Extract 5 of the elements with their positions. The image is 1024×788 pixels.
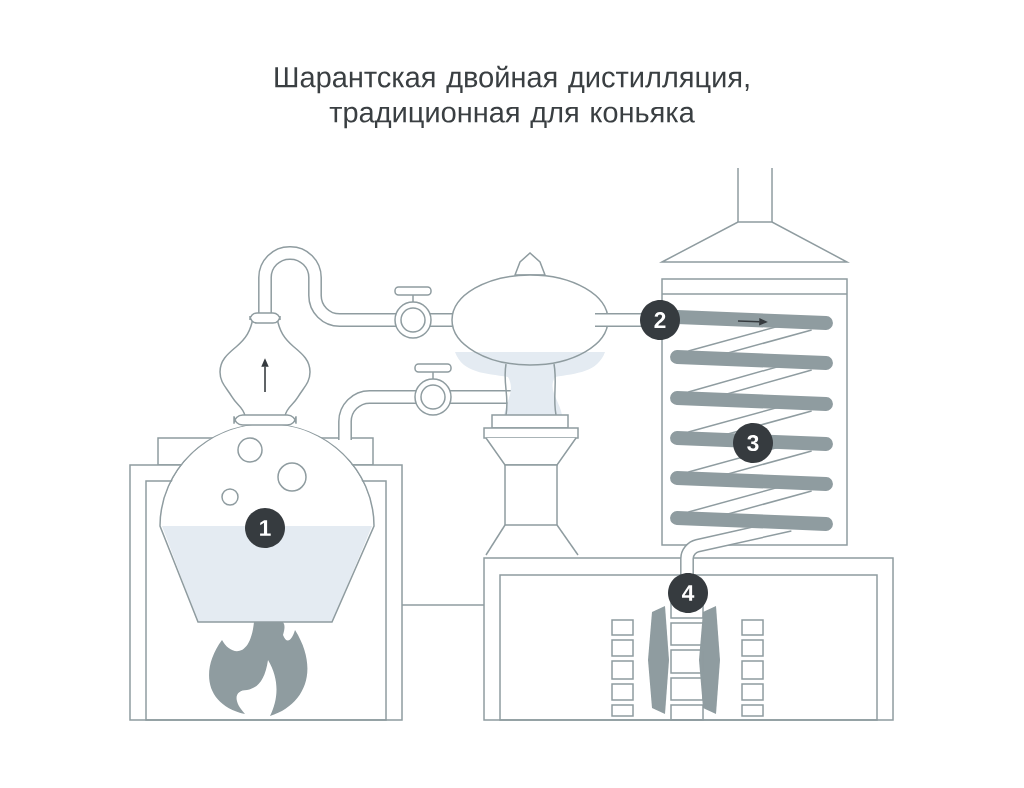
callout-number: 4 xyxy=(668,573,708,613)
callout-number: 1 xyxy=(245,508,285,548)
callout-number: 3 xyxy=(733,423,773,463)
title: Шарантская двойная дистилляция, традиционная для коньяка xyxy=(275,65,749,129)
callout-number: 2 xyxy=(640,300,680,340)
